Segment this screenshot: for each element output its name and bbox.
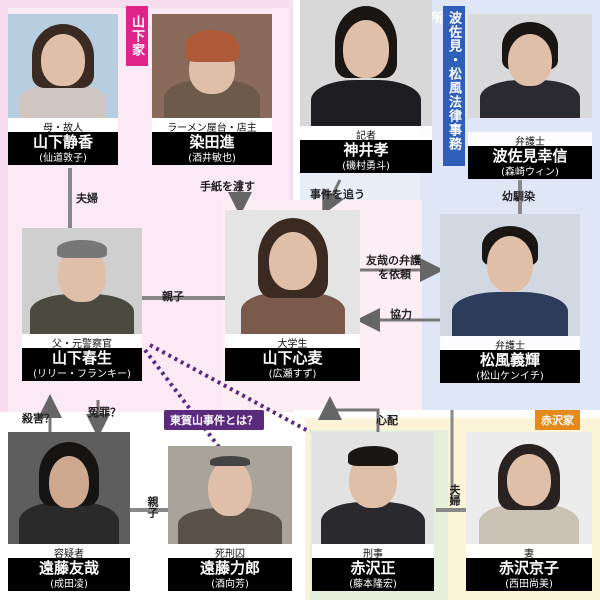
photo-kamii: [300, 0, 432, 126]
rel-tegami: 手紙を渡す: [200, 180, 255, 193]
card-somei[interactable]: ラーメン屋台・店主 染田進 (酒井敏也): [152, 14, 272, 168]
actor-matsukaze: (松山ケンイチ): [440, 370, 580, 383]
photo-tomoya: [8, 432, 130, 544]
actor-shizuka: (仙道敦子): [8, 152, 118, 165]
photo-somei: [152, 14, 272, 118]
card-tomoya[interactable]: 容疑者 遠藤友哉 (成田凌): [8, 432, 130, 600]
line-shinpai: [318, 396, 380, 432]
photo-matsukaze: [440, 214, 580, 336]
role-haruo: 父・元警察官: [22, 334, 142, 351]
role-tomoya: 容疑者: [8, 544, 130, 561]
card-tadashi[interactable]: 刑事 赤沢正 (藤本隆宏): [312, 432, 434, 600]
actor-kamii: (磯村勇斗): [300, 160, 432, 173]
name-shizuka: 山下静香: [8, 132, 118, 152]
card-shizuka[interactable]: 母・故人 山下静香 (仙道敦子): [8, 14, 118, 168]
role-shizuka: 母・故人: [8, 118, 118, 135]
actor-tomoya: (成田凌): [8, 578, 130, 591]
actor-komugi: (広瀬すず): [225, 368, 360, 381]
actor-kyoko: (西田尚美): [466, 578, 592, 591]
group-label-yamashita: 山下家: [126, 6, 148, 66]
group-label-akazawa: 赤沢家: [535, 410, 580, 430]
role-tadashi: 刑事: [312, 544, 434, 561]
actor-hasami: (森崎ウィン): [468, 166, 592, 179]
role-kyoko: 妻: [466, 544, 592, 561]
name-tadashi: 赤沢正: [312, 558, 434, 578]
photo-komugi: [225, 210, 360, 334]
photo-tadashi: [312, 432, 434, 544]
role-hasami: 弁護士: [468, 132, 592, 149]
role-komugi: 大学生: [225, 334, 360, 351]
photo-hasami: [468, 14, 592, 118]
rel-satsugai: 殺害？: [22, 412, 55, 425]
card-haruo[interactable]: 父・元警察官 山下春生 (リリー・フランキー): [22, 228, 142, 394]
photo-kyoko: [466, 432, 592, 544]
role-matsukaze: 弁護士: [440, 336, 580, 353]
rel-jiken: 事件を追う: [310, 188, 365, 201]
rel-fuufu-right: 夫婦: [448, 484, 461, 506]
photo-rikiro: [168, 446, 292, 544]
photo-shizuka: [8, 14, 118, 118]
name-tomoya: 遠藤友哉: [8, 558, 130, 578]
rel-bengo-line1: 友哉の弁護: [366, 254, 421, 267]
role-somei: ラーメン屋台・店主: [152, 118, 272, 135]
line-incident-b: [149, 343, 311, 434]
name-haruo: 山下春生: [22, 348, 142, 368]
rel-oyako-haruo: 親子: [162, 290, 184, 303]
card-matsukaze[interactable]: 弁護士 松風義輝 (松山ケンイチ): [440, 214, 580, 392]
line-jiken: [322, 179, 344, 216]
group-label-law-firm: 波佐見・松風法律事務所: [427, 6, 465, 166]
rel-bengo-line2: を依頼: [378, 268, 411, 281]
name-hasami: 波佐見幸信: [468, 146, 592, 166]
name-rikiro: 遠藤力郎: [168, 558, 292, 578]
name-kyoko: 赤沢京子: [466, 558, 592, 578]
card-kamii[interactable]: 記者 神井孝 (磯村勇斗): [300, 0, 432, 180]
rel-shinpai: 心配: [376, 414, 398, 427]
role-kamii: 記者: [300, 126, 432, 143]
name-somei: 染田進: [152, 132, 272, 152]
name-matsukaze: 松風義輝: [440, 350, 580, 370]
card-rikiro[interactable]: 死刑囚 遠藤力郎 (酒向芳): [168, 446, 292, 600]
rel-enzai: 冤罪？: [88, 406, 121, 419]
role-rikiro: 死刑囚: [168, 544, 292, 561]
actor-haruo: (リリー・フランキー): [22, 368, 142, 381]
card-komugi[interactable]: 大学生 山下心麦 (広瀬すず): [225, 210, 360, 392]
photo-haruo: [22, 228, 142, 334]
name-kamii: 神井孝: [300, 140, 432, 160]
card-kyoko[interactable]: 妻 赤沢京子 (西田尚美): [466, 432, 592, 600]
actor-tadashi: (藤本隆宏): [312, 578, 434, 591]
rel-osananajimi: 幼馴染: [502, 190, 535, 203]
actor-somei: (酒井敏也): [152, 152, 272, 165]
line-incident-a: [143, 348, 227, 457]
card-hasami[interactable]: 弁護士 波佐見幸信 (森崎ウィン): [468, 14, 592, 180]
rel-kyoryoku: 協力: [390, 308, 412, 321]
rel-higashigayama-incident[interactable]: 東賀山事件とは？: [164, 410, 264, 430]
rel-oyako-endo: 親子: [146, 496, 159, 518]
actor-rikiro: (酒向芳): [168, 578, 292, 591]
name-komugi: 山下心麦: [225, 348, 360, 368]
rel-fuufu-left: 夫婦: [76, 192, 98, 205]
